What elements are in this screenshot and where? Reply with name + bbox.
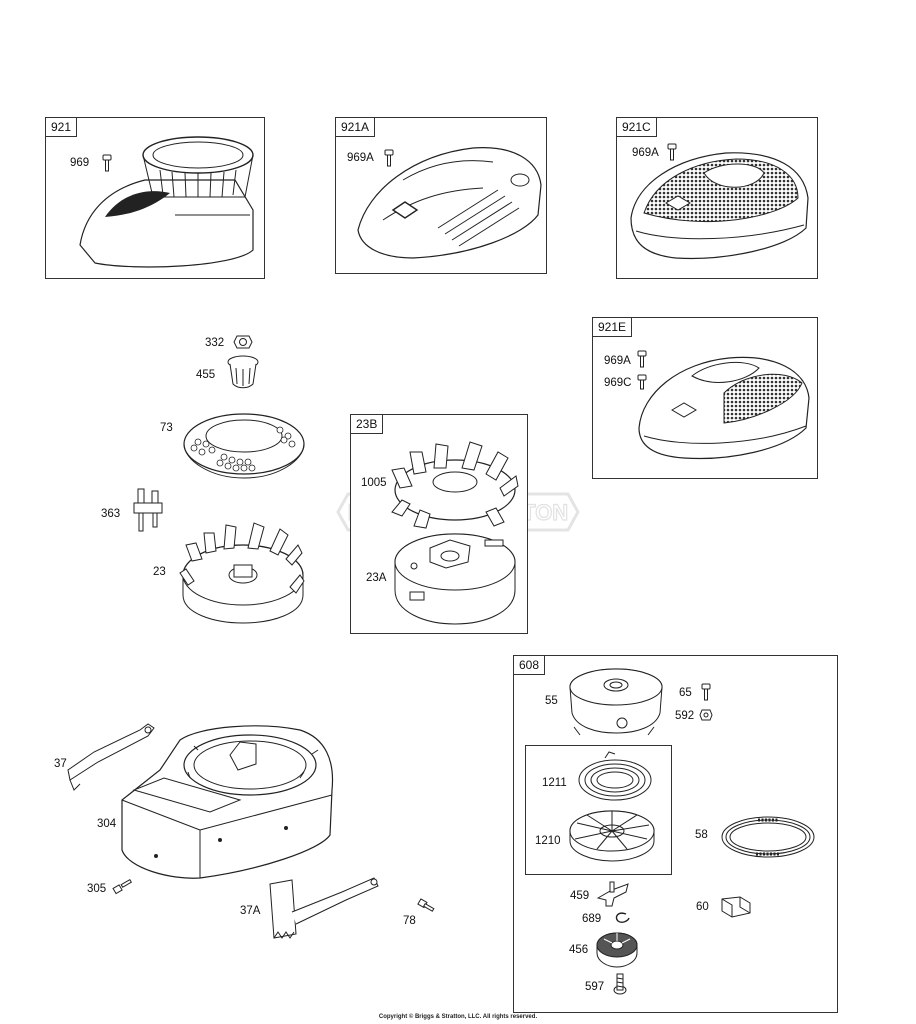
flywheel-icon [179, 522, 305, 624]
nut-icon [233, 335, 253, 349]
label-689: 689 [582, 913, 602, 925]
baffle-icon [67, 723, 155, 791]
copyright-notice: Copyright © Briggs & Stratton, LLC. All … [378, 1014, 538, 1020]
bracket-icon [133, 488, 163, 532]
spring-icon [578, 751, 652, 801]
label-969c: 969C [604, 377, 632, 389]
label-1210: 1210 [535, 835, 561, 847]
box-tag-608: 608 [514, 656, 546, 675]
washer-icon [699, 709, 713, 721]
pawl-icon [596, 881, 629, 907]
cup-icon [227, 355, 259, 389]
mesh-cover-icon [630, 152, 809, 260]
label-363: 363 [101, 508, 121, 520]
label-332: 332 [205, 337, 225, 349]
label-73: 73 [160, 422, 173, 434]
screw-icon [384, 149, 394, 167]
screen-icon [183, 413, 305, 479]
label-969a: 969A [604, 355, 631, 367]
screw-icon [613, 973, 627, 995]
label-23a: 23A [366, 572, 387, 584]
screw-icon [637, 350, 647, 368]
label-65: 65 [679, 687, 692, 699]
screw-icon [667, 143, 677, 161]
screw-icon [417, 898, 435, 912]
box-tag-23b: 23B [351, 415, 384, 434]
clip-icon [615, 912, 630, 923]
box-tag-921c: 921C [617, 118, 657, 137]
shroud-cover-icon [357, 147, 542, 259]
label-37a: 37A [240, 905, 261, 917]
label-305: 305 [87, 883, 107, 895]
handle-icon [721, 896, 751, 918]
screw-icon [102, 154, 112, 172]
label-969: 969 [70, 157, 90, 169]
air-guide-icon [269, 877, 379, 939]
label-456: 456 [569, 944, 589, 956]
starter-housing-icon [569, 668, 663, 736]
flywheel-plate-icon [394, 533, 516, 625]
blower-housing-cover-icon [79, 136, 254, 268]
label-55: 55 [545, 695, 558, 707]
screw-icon [637, 374, 647, 390]
blower-housing-icon [121, 725, 334, 879]
label-37: 37 [54, 758, 67, 770]
label-78: 78 [403, 915, 416, 927]
screw-icon [112, 878, 133, 895]
retainer-icon [596, 932, 638, 968]
box-tag-921e: 921E [593, 318, 633, 337]
box-tag-921: 921 [46, 118, 78, 137]
label-1005: 1005 [361, 477, 387, 489]
label-969a: 969A [632, 147, 659, 159]
rope-icon [721, 816, 815, 858]
label-304: 304 [97, 818, 117, 830]
label-60: 60 [696, 901, 709, 913]
label-597: 597 [585, 981, 605, 993]
box-tag-921a: 921A [336, 118, 376, 137]
label-23: 23 [153, 566, 166, 578]
label-455: 455 [196, 369, 216, 381]
screw-icon [701, 683, 711, 701]
label-58: 58 [695, 829, 708, 841]
label-592: 592 [675, 710, 695, 722]
shroud-cover-icon [638, 356, 810, 460]
pulley-icon [569, 810, 655, 862]
label-459: 459 [570, 890, 590, 902]
fan-icon [391, 441, 519, 529]
label-1211: 1211 [542, 777, 567, 789]
label-969a: 969A [347, 152, 374, 164]
